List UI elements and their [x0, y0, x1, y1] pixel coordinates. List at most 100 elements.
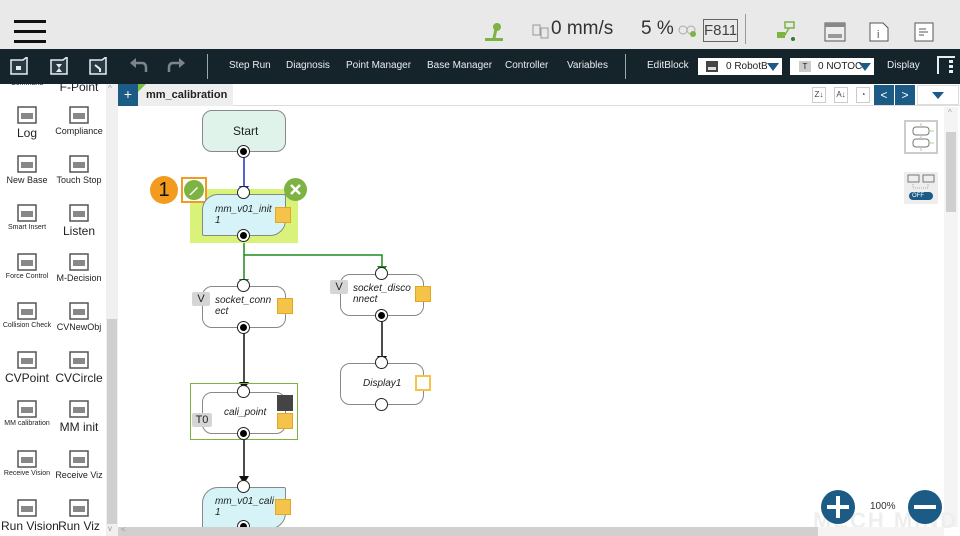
- input-port[interactable]: [237, 480, 250, 493]
- sidebar-item-cvnewobj[interactable]: CVNewObj: [53, 300, 105, 332]
- sidebar-item-touch-stop[interactable]: Touch Stop: [53, 153, 105, 185]
- sidebar-item-label: MM calibration: [4, 420, 50, 427]
- variable-badge: V: [330, 280, 348, 294]
- keyboard-icon[interactable]: [824, 22, 846, 42]
- canvas-horizontal-scrollbar[interactable]: <: [118, 525, 944, 536]
- output-port[interactable]: [237, 427, 250, 440]
- scroll-thumb[interactable]: [107, 319, 117, 524]
- scroll-left-icon[interactable]: <: [121, 525, 126, 534]
- input-port[interactable]: [237, 186, 250, 199]
- menu-icon[interactable]: [14, 20, 46, 44]
- robot-arm-icon[interactable]: [483, 21, 505, 43]
- sidebar-item-smart-insert[interactable]: Smart Insert: [1, 202, 53, 231]
- node-label-cont: ect: [215, 306, 229, 317]
- sidebar-item-listen[interactable]: Listen: [53, 202, 105, 238]
- edit-button[interactable]: [181, 177, 207, 203]
- sidebar-item-label: MM init: [59, 420, 99, 434]
- sort-za-button[interactable]: Z↓: [812, 87, 826, 103]
- tab-list-dropdown[interactable]: [917, 85, 959, 105]
- next-tab-button[interactable]: >: [895, 85, 915, 105]
- node-label-cont: 1: [215, 215, 221, 226]
- sidebar-item-run-vision[interactable]: Run Vision: [1, 497, 59, 533]
- input-port[interactable]: [237, 279, 250, 292]
- flow-canvas[interactable]: + mm_calibration Z↓ A↓ ◔ < > Start: [118, 84, 960, 536]
- tool-code[interactable]: F811: [703, 19, 738, 42]
- start-node[interactable]: Start: [202, 110, 286, 152]
- sidebar-item-collision-check[interactable]: Collision Check: [1, 300, 53, 329]
- sidebar-item-label: Force Control: [5, 273, 49, 280]
- scroll-up-icon[interactable]: ^: [108, 84, 112, 93]
- panel-layout-icon[interactable]: [937, 56, 955, 74]
- auto-layout-button[interactable]: [904, 120, 938, 154]
- connection-icon[interactable]: [775, 20, 797, 42]
- input-port[interactable]: [375, 267, 388, 280]
- canvas-vertical-scrollbar[interactable]: ^: [944, 107, 958, 527]
- info-icon[interactable]: i: [869, 22, 889, 42]
- base-manager-button[interactable]: Base Manager: [427, 60, 493, 71]
- zoom-toggle-icon[interactable]: [678, 24, 698, 38]
- connection-mode-toggle[interactable]: OFF: [904, 172, 938, 204]
- tool-select[interactable]: T 0 NOTOC: [790, 58, 874, 75]
- sidebar-item-compliance[interactable]: Compliance: [53, 104, 105, 136]
- zoom-out-button[interactable]: [908, 490, 942, 524]
- sidebar-item-new-base[interactable]: New Base: [1, 153, 53, 185]
- robot-base-select[interactable]: 0 RobotB: [698, 58, 782, 75]
- export-file-icon[interactable]: [89, 57, 107, 75]
- sidebar-item-receive-vision[interactable]: Receive Vision: [1, 448, 53, 477]
- controller-button[interactable]: Controller: [505, 60, 549, 71]
- sidebar-item-cvpoint[interactable]: CVPoint: [1, 349, 53, 385]
- m-decision-icon: [67, 251, 91, 273]
- prev-tab-button[interactable]: <: [874, 85, 894, 105]
- sort-az-button[interactable]: A↓: [834, 87, 848, 103]
- output-port[interactable]: [375, 309, 388, 322]
- edit-block-button[interactable]: EditBlock: [647, 60, 689, 71]
- sidebar-item-cvcircle[interactable]: CVCircle: [53, 349, 105, 385]
- delete-node-button[interactable]: [284, 178, 307, 201]
- redo-icon[interactable]: [167, 57, 185, 75]
- tab-mm-calibration[interactable]: mm_calibration: [138, 84, 233, 106]
- nodes-icon: [907, 174, 935, 189]
- output-port[interactable]: [237, 229, 250, 242]
- node-label-cont: 1: [215, 507, 221, 518]
- sidebar-scrollbar[interactable]: ^ v: [106, 84, 118, 536]
- scroll-thumb[interactable]: [946, 132, 956, 212]
- display-button[interactable]: Display: [887, 60, 920, 71]
- new-file-icon[interactable]: [10, 57, 28, 75]
- input-port[interactable]: [237, 385, 250, 398]
- sidebar-item-label: Listen: [62, 224, 96, 238]
- node-label: socket_conn: [215, 295, 272, 306]
- sidebar-item-f-point[interactable]: F-Point: [53, 84, 105, 94]
- undo-icon[interactable]: [130, 57, 148, 75]
- log-icon[interactable]: [914, 22, 934, 42]
- speed-percent[interactable]: 5 %: [641, 18, 674, 39]
- add-tab-button[interactable]: +: [118, 84, 138, 106]
- output-port[interactable]: [375, 398, 388, 411]
- sidebar-item-command[interactable]: Command: [1, 84, 53, 87]
- zoom-in-button[interactable]: [821, 490, 855, 524]
- scroll-down-icon[interactable]: v: [108, 524, 112, 533]
- sidebar-item-log[interactable]: Log: [1, 104, 53, 140]
- input-port[interactable]: [375, 356, 388, 369]
- sidebar-item-force-control[interactable]: Force Control: [1, 251, 53, 280]
- sidebar-item-run-viz[interactable]: Run Viz: [53, 497, 105, 533]
- sidebar-item-label: Run Vision: [1, 519, 59, 533]
- point-manager-button[interactable]: Point Manager: [346, 60, 412, 71]
- toggle-switch[interactable]: OFF: [909, 192, 933, 200]
- sidebar-item-m-decision[interactable]: M-Decision: [53, 251, 105, 283]
- move-icon: [277, 395, 293, 411]
- node-socket-disconnect[interactable]: socket_disco nnect: [340, 274, 431, 316]
- sidebar-item-receive-viz[interactable]: Receive Viz: [53, 448, 105, 480]
- scroll-up-icon[interactable]: ^: [948, 108, 952, 117]
- sidebar-item-mm-init[interactable]: MM init: [53, 398, 105, 434]
- save-file-icon[interactable]: [50, 57, 68, 75]
- display-icon: [415, 375, 431, 391]
- sidebar-item-mm-calibration[interactable]: MM calibration: [1, 398, 53, 427]
- step-run-button[interactable]: Step Run: [229, 60, 271, 71]
- output-port[interactable]: [237, 321, 250, 334]
- variables-button[interactable]: Variables: [567, 60, 608, 71]
- diagnosis-button[interactable]: Diagnosis: [286, 60, 330, 71]
- sort-time-button[interactable]: ◔: [856, 87, 870, 103]
- output-port[interactable]: [237, 145, 250, 158]
- cv-new-obj-icon: [67, 300, 91, 322]
- mm-calibration-icon: [15, 398, 39, 420]
